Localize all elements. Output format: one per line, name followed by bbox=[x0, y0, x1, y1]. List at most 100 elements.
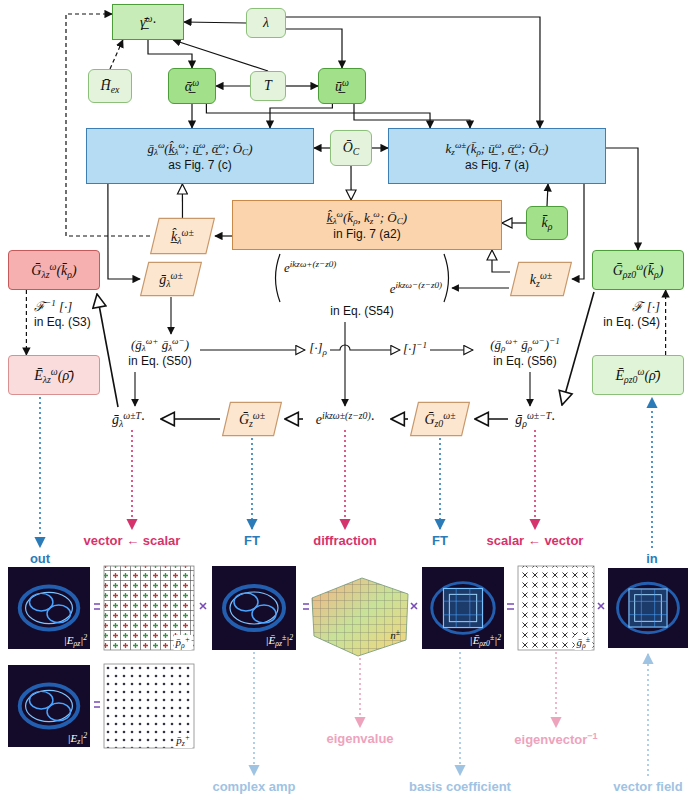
dotted-arrow bbox=[359, 658, 361, 727]
label: n± bbox=[390, 628, 400, 641]
superscript: −1 bbox=[549, 336, 560, 346]
connector bbox=[110, 40, 123, 69]
connector bbox=[572, 184, 584, 279]
dotted-arrow bbox=[251, 438, 253, 529]
connector bbox=[286, 29, 342, 68]
superscript: ω+ bbox=[146, 336, 159, 346]
node-label: Ēλzω(ρ̄) bbox=[34, 366, 74, 385]
label: p̄ρ+ bbox=[174, 635, 192, 650]
subscript: λ bbox=[168, 343, 172, 353]
superscript: 2 bbox=[497, 633, 501, 642]
superscript: ω bbox=[178, 140, 184, 150]
label: (ḡρω+ ḡρω−)−1 bbox=[490, 336, 560, 353]
label: ℱ−1 [·] bbox=[34, 297, 72, 315]
subscript: λ bbox=[166, 277, 170, 288]
label: in Eq. (S3) bbox=[34, 315, 91, 329]
label: eigenvalue bbox=[326, 731, 393, 746]
subscript: ρ bbox=[522, 418, 527, 429]
node-label: ᾱ̲ω bbox=[185, 77, 199, 95]
subscript: z bbox=[77, 737, 80, 746]
superscript: ω bbox=[495, 140, 501, 150]
subscript: λ bbox=[119, 418, 123, 429]
superscript: + bbox=[185, 733, 190, 742]
subscript: z0 bbox=[435, 417, 444, 428]
subscript: λz bbox=[43, 373, 51, 384]
field-panel bbox=[422, 567, 504, 649]
label: |Ez|2 bbox=[67, 731, 87, 746]
label: |Eρz|2 bbox=[64, 633, 87, 648]
label: ḡρω±−T· bbox=[515, 410, 555, 429]
label: eikzω±(z−z0)· bbox=[316, 410, 375, 428]
label: basis coefficient bbox=[409, 779, 511, 794]
node-label: ū̲ω bbox=[335, 77, 349, 95]
label: in Eq. (S54) bbox=[330, 304, 393, 318]
dotted-arrow bbox=[344, 430, 346, 529]
connector bbox=[286, 85, 318, 86]
parallelogram-shape bbox=[223, 402, 282, 435]
label: FT bbox=[244, 533, 260, 548]
subscript: ρ bbox=[528, 343, 532, 353]
connector bbox=[606, 148, 638, 250]
subscript: ρ bbox=[323, 347, 327, 357]
connector bbox=[108, 184, 140, 279]
node-label: kzω±(k̄ρ; ū̲ω, ᾱ̲ω; ŌC) bbox=[446, 140, 549, 157]
double-arrow bbox=[475, 418, 508, 420]
field-panel bbox=[8, 566, 688, 747]
connector bbox=[182, 184, 183, 218]
node-label: γ̲̄ω· bbox=[140, 13, 156, 31]
subscript: ρz0 bbox=[479, 639, 490, 648]
connector bbox=[502, 222, 526, 223]
label: ℱ [·] bbox=[632, 297, 660, 315]
subscript: ρ bbox=[501, 343, 505, 353]
superscript: ω bbox=[337, 209, 343, 219]
double-arrow bbox=[97, 294, 118, 407]
flow-arrow bbox=[170, 297, 171, 334]
superscript: −1 bbox=[45, 298, 56, 308]
superscript: ω− bbox=[172, 336, 185, 346]
field-panel bbox=[8, 665, 90, 747]
node-label: k̲̂λω± bbox=[171, 227, 194, 246]
connector bbox=[216, 85, 250, 86]
flow-arrow bbox=[529, 372, 530, 406]
superscript: ω bbox=[373, 209, 379, 219]
connector bbox=[173, 40, 268, 71]
operator-symbol bbox=[507, 604, 514, 609]
dotted-arrow bbox=[459, 652, 461, 775]
subscript: ρz0 bbox=[623, 268, 636, 279]
process-box: H̄ex bbox=[88, 69, 132, 103]
superscript: 2 bbox=[289, 633, 293, 642]
dotted-arrow bbox=[39, 397, 41, 547]
subscript: λ bbox=[333, 217, 337, 227]
superscript: 2 bbox=[83, 633, 87, 642]
superscript: ω bbox=[192, 77, 199, 88]
superscript: ω+ bbox=[505, 336, 518, 346]
node-label: T bbox=[264, 78, 272, 94]
label: in Eq. (S4) bbox=[603, 315, 660, 329]
node-label: Ḡz0ω± bbox=[424, 410, 455, 429]
data-parallelogram: ḡλω± bbox=[140, 262, 202, 296]
process-box: ū̲ω bbox=[318, 68, 366, 104]
node-label: ŌC bbox=[343, 140, 360, 157]
superscript: ω± bbox=[455, 140, 466, 150]
flow-arrow bbox=[452, 287, 509, 288]
label: in bbox=[646, 551, 658, 566]
node-label: Ḡzω± bbox=[239, 410, 265, 429]
process-box: ᾱ̲ω bbox=[168, 68, 216, 104]
subscript: ρ bbox=[476, 148, 480, 158]
subscript: ρ bbox=[582, 641, 586, 650]
index-surface bbox=[312, 578, 408, 656]
parallelogram-shape bbox=[141, 262, 202, 295]
connector bbox=[184, 22, 246, 23]
subscript: λ bbox=[154, 148, 158, 158]
matrix-bracket bbox=[276, 254, 281, 302]
superscript: ω bbox=[219, 140, 225, 150]
subscript: ρ bbox=[181, 641, 185, 650]
superscript: ω± bbox=[540, 270, 552, 281]
node-note: as Fig. 7 (a) bbox=[465, 158, 529, 172]
superscript: ± bbox=[282, 633, 286, 642]
operator-symbol bbox=[94, 603, 604, 707]
data-parallelogram: k̲̂λω± bbox=[150, 218, 215, 254]
data-parallelogram: kzω± bbox=[510, 262, 572, 296]
